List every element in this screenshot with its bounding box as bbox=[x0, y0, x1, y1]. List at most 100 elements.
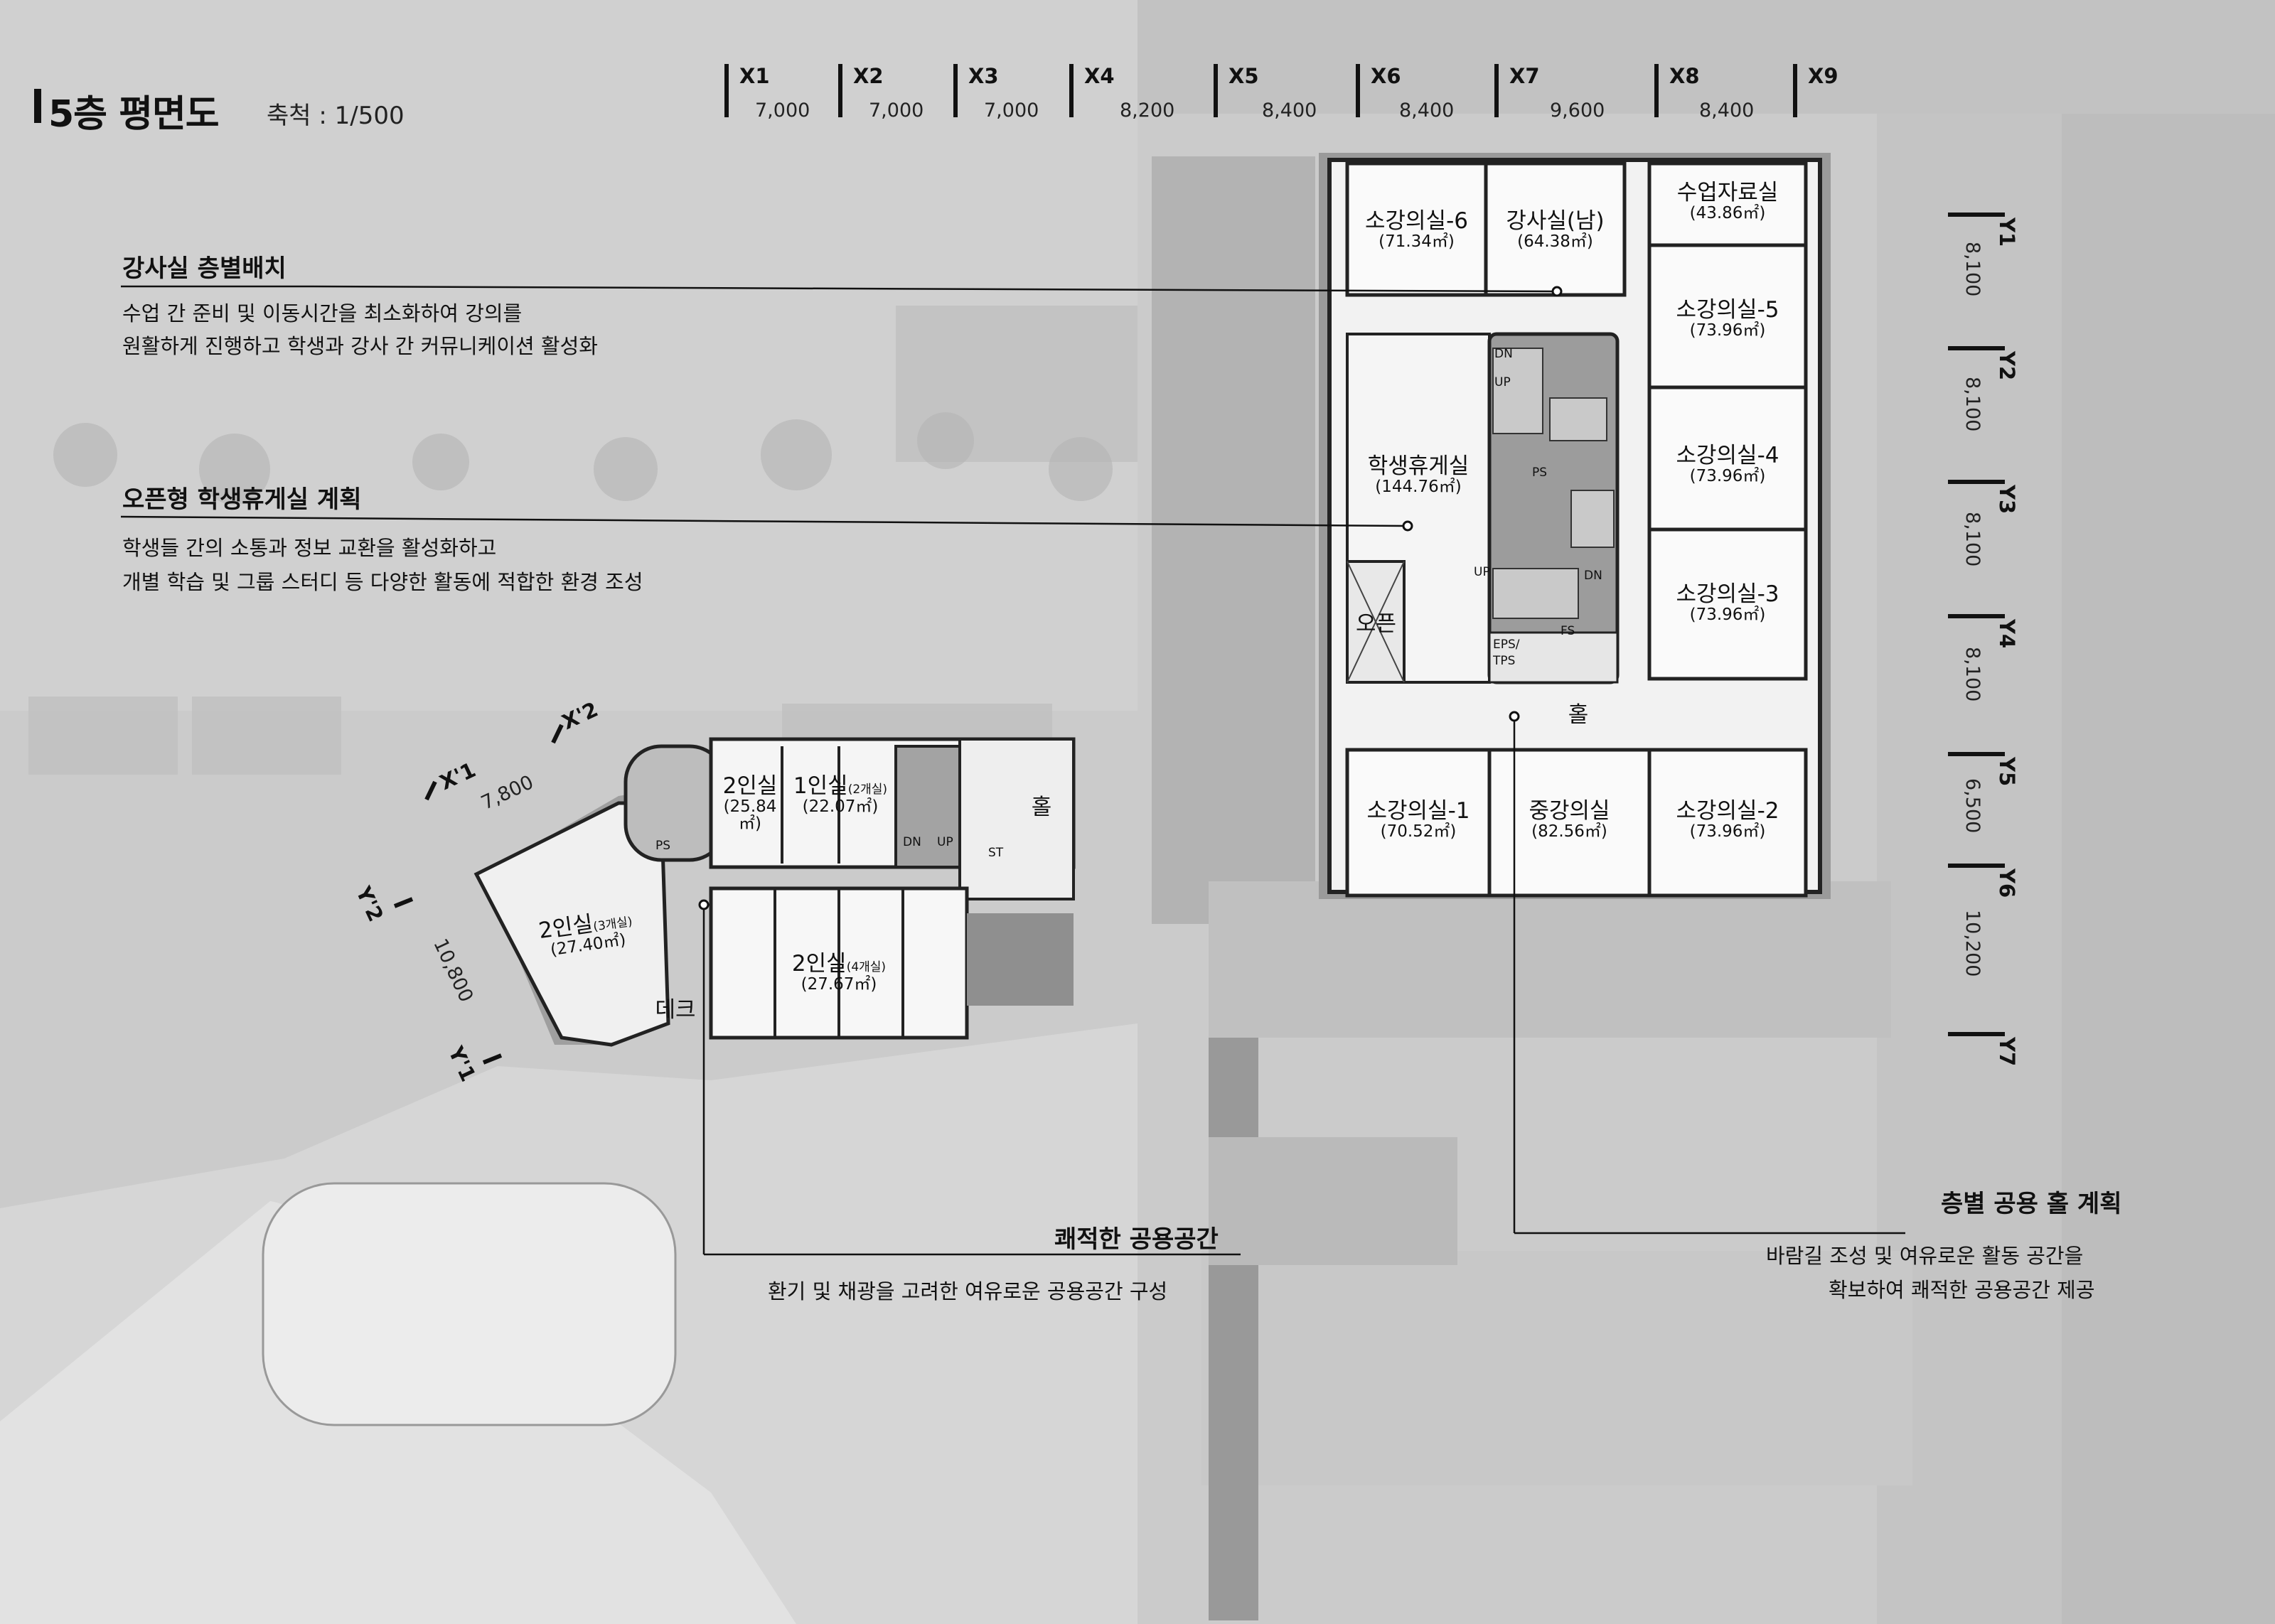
room-name: 2인실 bbox=[722, 773, 778, 799]
room-count: (3개실) bbox=[592, 914, 633, 935]
annotation-hall-line1: 바람길 조성 및 여유로운 활동 공간을 bbox=[1766, 1244, 2084, 1268]
grid-y4-label: Y4 bbox=[1995, 619, 2019, 649]
room-area: (22.07㎡) bbox=[802, 797, 879, 816]
room-name: 오픈 bbox=[1355, 611, 1397, 637]
room-deck: 데크 bbox=[651, 999, 700, 1022]
room-name: 소강의실-5 bbox=[1676, 297, 1779, 323]
room-medium-lecture: 중강의실(82.56㎡) bbox=[1500, 800, 1639, 840]
grid-y3-dim: 8,100 bbox=[1961, 512, 1984, 567]
room-name: 홀 bbox=[1031, 795, 1052, 820]
tag-ps-1: PS bbox=[1532, 466, 1548, 480]
room-count: (4개실) bbox=[846, 960, 887, 974]
room-double-a: 2인실(25.84㎡) bbox=[714, 775, 786, 832]
grid-x6-dim: 8,400 bbox=[1399, 100, 1455, 122]
room-area: (25.84㎡) bbox=[723, 797, 777, 833]
grid-x7-label: X7 bbox=[1509, 64, 1540, 88]
room-area: (73.96㎡) bbox=[1689, 822, 1766, 841]
room-name: 홀 bbox=[1568, 702, 1589, 728]
room-small-lecture-2: 소강의실-2(73.96㎡) bbox=[1656, 800, 1799, 840]
grid-y5-label: Y5 bbox=[1995, 757, 2019, 787]
grid-x4-label: X4 bbox=[1084, 64, 1115, 88]
tag-ps-dorm: PS bbox=[655, 839, 671, 853]
tag-dn-1: DN bbox=[1494, 347, 1513, 361]
grid-y6-dim: 10,200 bbox=[1961, 910, 1984, 977]
room-small-lecture-4: 소강의실-4(73.96㎡) bbox=[1656, 444, 1799, 485]
annotation-lecturer-line1: 수업 간 준비 및 이동시간을 최소화하여 강의를 bbox=[122, 301, 523, 326]
room-name: 데크 bbox=[655, 997, 696, 1023]
tag-up-2: UP bbox=[1474, 565, 1490, 579]
annotation-public-heading: 쾌적한 공용공간 bbox=[1054, 1225, 1219, 1254]
annotation-lounge-heading: 오픈형 학생휴게실 계획 bbox=[122, 485, 362, 514]
page-title: 5층 평면도 bbox=[48, 93, 220, 136]
room-small-lecture-1: 소강의실-1(70.52㎡) bbox=[1351, 800, 1486, 840]
grid-x8-label: X8 bbox=[1669, 64, 1700, 88]
grid-x4-dim: 8,200 bbox=[1120, 100, 1175, 122]
room-name: 소강의실-6 bbox=[1365, 208, 1468, 234]
tag-fs: FS bbox=[1561, 624, 1575, 638]
room-small-lecture-5: 소강의실-5(73.96㎡) bbox=[1656, 299, 1799, 339]
grid-y6-label: Y6 bbox=[1995, 869, 2019, 898]
room-name: 수업자료실 bbox=[1676, 180, 1779, 205]
room-small-lecture-6: 소강의실-6(71.34㎡) bbox=[1354, 210, 1479, 250]
annotation-lecturer-line2: 원활하게 진행하고 학생과 강사 간 커뮤니케이션 활성화 bbox=[122, 334, 598, 358]
grid-x5-dim: 8,400 bbox=[1262, 100, 1317, 122]
annotation-lecturer-heading: 강사실 층별배치 bbox=[122, 254, 287, 283]
annotation-lounge-line1: 학생들 간의 소통과 정보 교환을 활성화하고 bbox=[122, 536, 497, 560]
tag-up-dorm: UP bbox=[937, 835, 953, 849]
room-lecturer-male: 강사실(남)(64.38㎡) bbox=[1489, 210, 1621, 250]
room-area: (64.38㎡) bbox=[1517, 232, 1593, 251]
room-area: (73.96㎡) bbox=[1689, 321, 1766, 340]
grid-x3-label: X3 bbox=[968, 64, 999, 88]
grid-y5-dim: 6,500 bbox=[1961, 778, 1984, 834]
grid-y1-label: Y1 bbox=[1995, 217, 2019, 247]
room-name: 학생휴게실 bbox=[1367, 453, 1470, 479]
room-open-void: 오픈 bbox=[1349, 613, 1403, 636]
room-name: 소강의실-2 bbox=[1676, 798, 1779, 824]
room-area: (71.34㎡) bbox=[1379, 232, 1455, 251]
room-name: 소강의실-3 bbox=[1676, 581, 1779, 607]
room-name: 중강의실 bbox=[1529, 798, 1610, 824]
grid-x7-dim: 9,600 bbox=[1550, 100, 1605, 122]
grid-y1-dim: 8,100 bbox=[1961, 242, 1984, 297]
grid-y2-dim: 8,100 bbox=[1961, 377, 1984, 432]
grid-x1-dim: 7,000 bbox=[755, 100, 810, 122]
grid-x6-label: X6 bbox=[1371, 64, 1401, 88]
room-name: 소강의실-4 bbox=[1676, 443, 1779, 468]
grid-y7-label: Y7 bbox=[1995, 1037, 2019, 1067]
room-count: (2개실) bbox=[847, 783, 888, 797]
room-area: (70.52㎡) bbox=[1380, 822, 1457, 841]
annotation-public-line1: 환기 및 채광을 고려한 여유로운 공용공간 구성 bbox=[768, 1279, 1168, 1303]
grid-x2-dim: 7,000 bbox=[869, 100, 924, 122]
grid-y2-label: Y2 bbox=[1995, 351, 2019, 381]
grid-x3-dim: 7,000 bbox=[984, 100, 1039, 122]
annotation-lounge-line2: 개별 학습 및 그룹 스터디 등 다양한 활동에 적합한 환경 조성 bbox=[122, 570, 643, 594]
tag-dn-dorm: DN bbox=[903, 835, 921, 849]
room-name: 소강의실-1 bbox=[1366, 798, 1470, 824]
tag-eps: EPS/ bbox=[1493, 638, 1520, 652]
room-area: (73.96㎡) bbox=[1689, 466, 1766, 485]
room-area: (144.76㎡) bbox=[1375, 477, 1462, 496]
room-small-lecture-3: 소강의실-3(73.96㎡) bbox=[1656, 583, 1799, 623]
room-single: 1인실(2개실)(22.07㎡) bbox=[783, 775, 897, 815]
grid-x2-label: X2 bbox=[853, 64, 884, 88]
room-main-hall: 홀 bbox=[1550, 704, 1607, 727]
grid-y3-label: Y3 bbox=[1995, 485, 2019, 515]
tag-tps: TPS bbox=[1493, 654, 1516, 668]
annotation-hall-line2: 확보하여 쾌적한 공용공간 제공 bbox=[1829, 1278, 2095, 1302]
tag-dn-2: DN bbox=[1584, 569, 1602, 583]
room-student-lounge: 학생휴게실(144.76㎡) bbox=[1351, 455, 1486, 495]
room-class-material: 수업자료실(43.86㎡) bbox=[1656, 181, 1799, 222]
room-area: (82.56㎡) bbox=[1531, 822, 1607, 841]
room-double-c: 2인실(4개실)(27.67㎡) bbox=[775, 952, 903, 993]
room-dorm-hall: 홀 bbox=[1024, 796, 1059, 819]
scale-label: 축척 : 1/500 bbox=[267, 102, 405, 130]
room-name: 강사실(남) bbox=[1506, 208, 1605, 234]
room-name: 1인실 bbox=[793, 773, 848, 799]
grid-x1-label: X1 bbox=[739, 64, 770, 88]
room-area: (43.86㎡) bbox=[1689, 203, 1766, 222]
grid-y4-dim: 8,100 bbox=[1961, 647, 1984, 702]
room-area: (27.67㎡) bbox=[801, 974, 877, 994]
room-name: 2인실 bbox=[791, 951, 847, 977]
